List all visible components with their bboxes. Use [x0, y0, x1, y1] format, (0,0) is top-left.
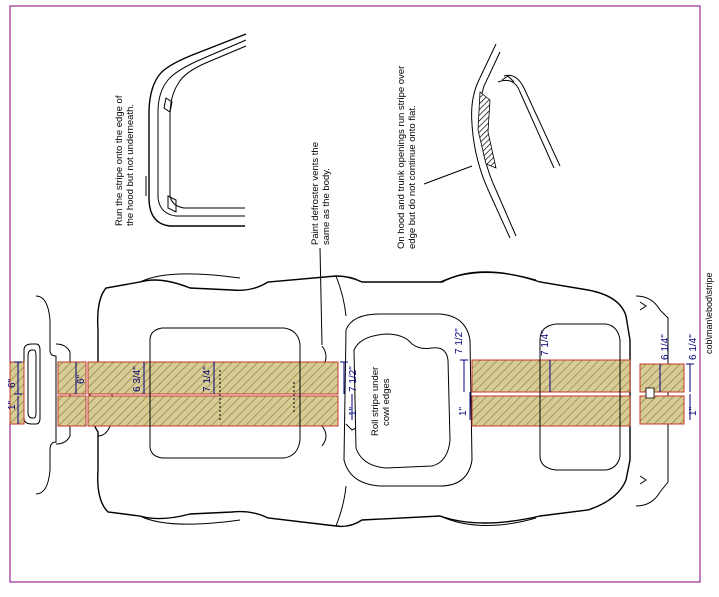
openings-note: On hood and trunk openings run stripe ov… — [396, 66, 418, 249]
roll-stripe-note-line1: Roll stripe under — [370, 367, 381, 436]
stripes — [9, 359, 685, 427]
openings-note-line2: edge but do not continue onto flat. — [407, 105, 418, 249]
dim-rear-cowl-stripe: 7 1/2" — [454, 328, 465, 354]
dim-hood-stripe: 6 3/4" — [132, 366, 143, 392]
dim-rear-bumper-stripe: 6 1/4" — [660, 334, 671, 360]
dim-front-bumper-gap: 1" — [7, 400, 18, 410]
dim-rear-bumper-gap: 1" — [688, 406, 699, 416]
dim-rear-bumper-stripe2: 6 1/4" — [688, 334, 699, 360]
dim-front-bumper-stripe: 6" — [7, 378, 18, 388]
defroster-note: Paint defroster vents the same as the bo… — [310, 142, 332, 245]
dim-trunk-stripe: 7 1/4" — [540, 330, 551, 356]
hood-edge-detail — [148, 33, 247, 227]
opening-edge-detail — [471, 43, 561, 239]
openings-note-line1: On hood and trunk openings run stripe ov… — [396, 66, 407, 249]
dim-cowl-gap: 1" — [348, 406, 359, 416]
page-border — [9, 5, 701, 583]
roll-stripe-note-line2: cowl edges — [381, 378, 392, 426]
dim-front-grille: 6" — [76, 374, 87, 384]
dim-hood-gap-left: 7 1/4" — [202, 366, 213, 392]
dim-cowl-stripe: 7 1/2" — [348, 366, 359, 392]
dim-rear-cowl-gap: 1" — [458, 406, 469, 416]
hood-edge-note-line2: the hood but not underneath. — [125, 104, 136, 226]
hood-edge-note: Run the stripe onto the edge of the hood… — [114, 95, 136, 226]
file-path-label: cob\man\ebod\stripe — [704, 272, 714, 354]
defroster-note-line2: same as the body. — [321, 168, 332, 245]
roll-stripe-note: Roll stripe under cowl edges — [370, 367, 392, 436]
hood-edge-note-line1: Run the stripe onto the edge of — [114, 95, 125, 226]
defroster-note-line1: Paint defroster vents the — [310, 142, 321, 245]
dimension-lines — [14, 359, 694, 424]
